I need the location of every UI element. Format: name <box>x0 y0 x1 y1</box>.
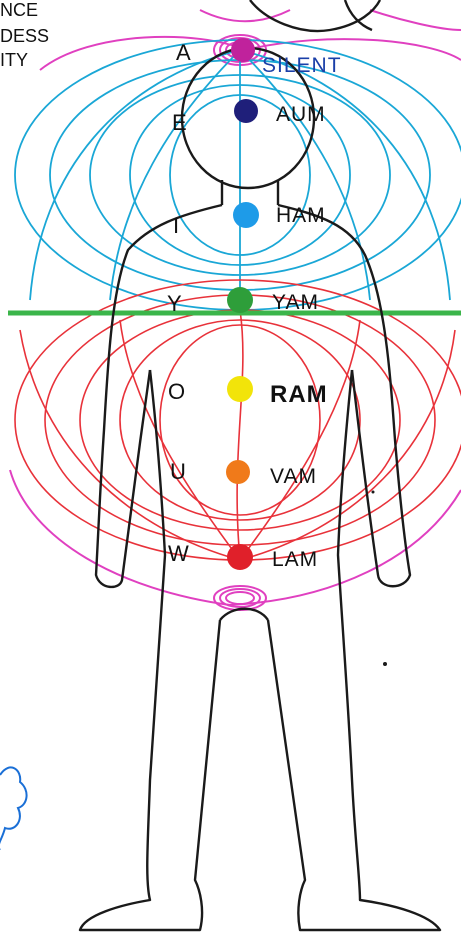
mantra-label: SILENT <box>262 54 342 77</box>
vowel-label: Y <box>167 291 182 316</box>
chakra-dot-heart <box>227 287 253 313</box>
chakra-dot-root <box>227 544 253 570</box>
vowel-label: E <box>172 110 187 135</box>
chakra-dot-third-eye <box>234 99 258 123</box>
stray-dot <box>383 662 387 666</box>
chakra-dot-sacral <box>226 460 250 484</box>
mantra-label: HAM <box>276 204 326 227</box>
vowel-label: O <box>168 379 185 404</box>
mantra-label: VAM <box>270 465 317 488</box>
blue-field <box>15 40 461 310</box>
chakra-dot-throat <box>233 202 259 228</box>
chakra-dot-crown <box>231 38 255 62</box>
vowel-label: W <box>168 541 189 566</box>
corner-line-2: DESS <box>0 26 49 46</box>
vowel-label: U <box>170 459 186 484</box>
stray-dot <box>372 491 375 494</box>
mantra-label: RAM <box>270 381 328 408</box>
mantra-label: LAM <box>272 548 318 571</box>
vowel-labels: A E I Y O U W <box>167 40 191 566</box>
corner-line-3: ITY <box>0 50 28 70</box>
mantra-label: YAM <box>272 291 319 314</box>
vowel-label: I <box>173 213 179 238</box>
vowel-label: A <box>176 40 191 65</box>
mantra-label: AUM <box>276 103 326 126</box>
corner-text: NCE DESS ITY <box>0 0 49 70</box>
blue-scribble <box>0 767 27 850</box>
chakra-dots <box>226 38 259 570</box>
corner-line-1: NCE <box>0 0 38 20</box>
chakra-dot-solar-plexus <box>227 376 253 402</box>
